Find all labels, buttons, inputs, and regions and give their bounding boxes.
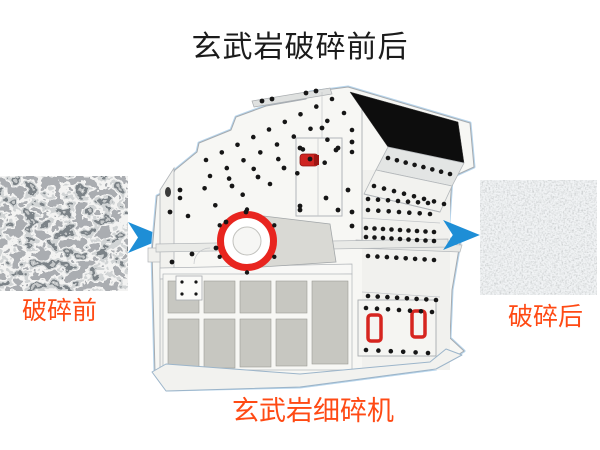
before-rocks-image [0, 176, 128, 291]
arrow-right-icon [443, 220, 480, 250]
after-gravel-image [480, 180, 597, 295]
after-label: 破碎后 [508, 303, 584, 331]
machine-label: 玄武岩细碎机 [232, 396, 394, 426]
arrow-right-icon [128, 222, 166, 253]
page-title: 玄武岩破碎前后 [191, 31, 409, 64]
before-label: 破碎前 [22, 297, 98, 325]
